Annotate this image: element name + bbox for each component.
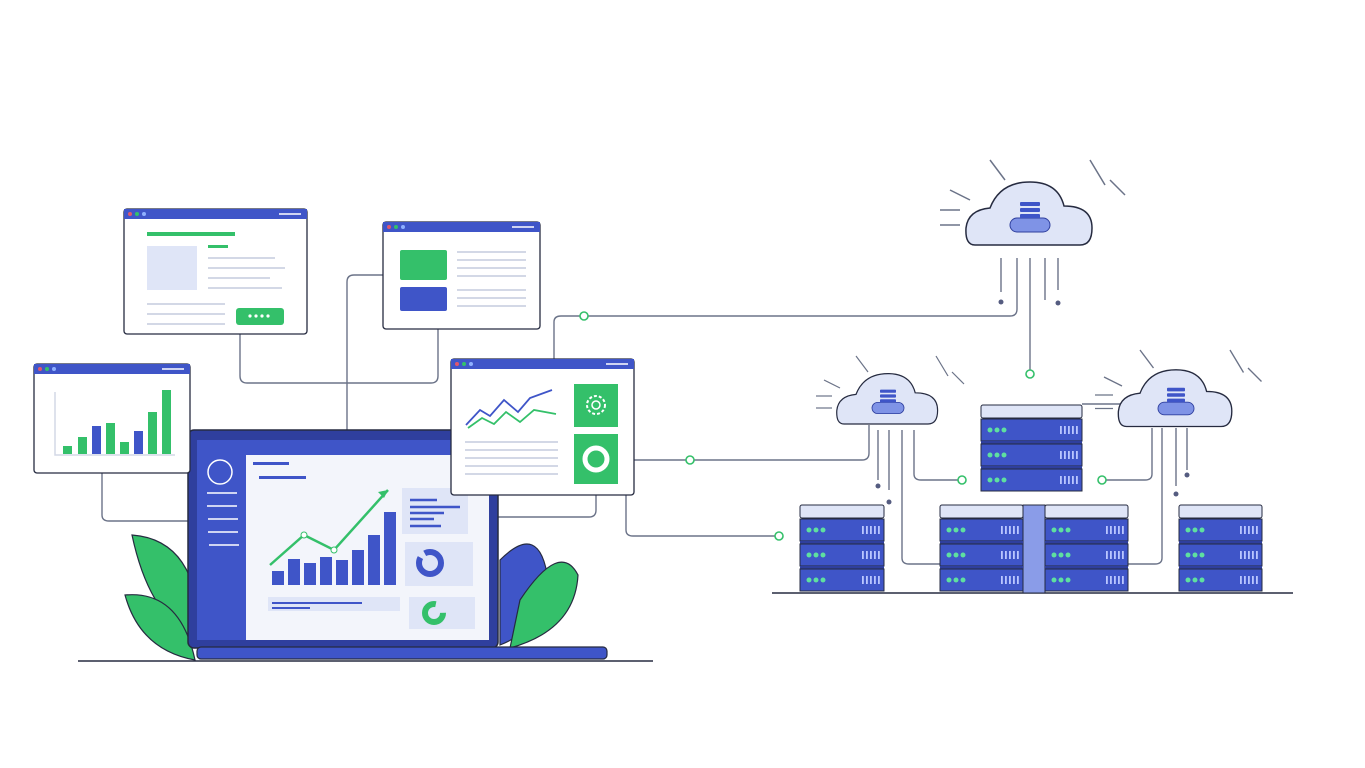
- connector-lines: [101, 258, 1188, 565]
- server-rack-icon: [939, 504, 1024, 592]
- logo-icon: [207, 459, 233, 485]
- bar-chart-icon: [272, 512, 396, 585]
- analytics-window: [450, 358, 635, 496]
- bar: [92, 426, 101, 454]
- bar: [63, 446, 72, 454]
- server-connector: [1022, 504, 1046, 594]
- bar-chart-window: [33, 363, 191, 474]
- cloud-database-icon: [815, 355, 965, 425]
- bar: [148, 412, 157, 454]
- browser-window: [382, 221, 541, 330]
- leaf-icon: [124, 534, 579, 661]
- connector-dots: [875, 299, 1190, 505]
- line-chart-icon: [269, 489, 389, 566]
- donut-chart-icon: [582, 445, 610, 473]
- donut-chart-icon: [422, 601, 446, 625]
- cloud-database-icon: [940, 159, 1126, 246]
- bar: [78, 437, 87, 454]
- gear-icon: [586, 395, 606, 415]
- connector-nodes: [579, 311, 1107, 541]
- bar: [134, 431, 143, 454]
- bar: [120, 442, 129, 454]
- browser-window: [123, 208, 308, 335]
- server-rack-icon: [980, 404, 1083, 492]
- server-rack-icon: [1178, 504, 1263, 592]
- line-chart-icon: [465, 389, 553, 426]
- server-rack-icon: [799, 504, 885, 592]
- more-button-icon: [236, 308, 284, 325]
- bar: [162, 390, 171, 454]
- cloud-database-icon: [1094, 349, 1262, 428]
- server-rack-icon: [1044, 504, 1129, 592]
- donut-chart-icon: [416, 549, 444, 577]
- laptop-dashboard: [187, 429, 608, 660]
- bar: [106, 423, 115, 454]
